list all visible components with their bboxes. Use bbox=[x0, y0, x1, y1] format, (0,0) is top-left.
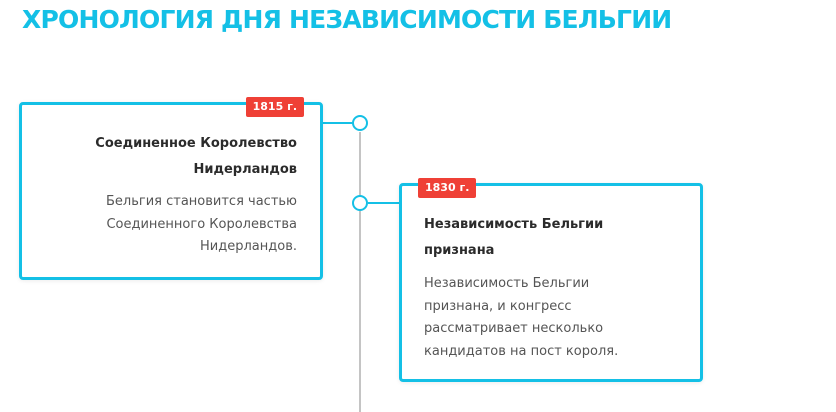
page-title: ХРОНОЛОГИЯ ДНЯ НЕЗАВИСИМОСТИ БЕЛЬГИИ bbox=[22, 5, 672, 34]
event-title-line: Нидерландов bbox=[193, 162, 297, 177]
event-title: Соединенное Королевство Нидерландов bbox=[47, 131, 297, 183]
event-title: Независимость Бельгии признана bbox=[424, 212, 674, 264]
event-title-line: Соединенное Королевство bbox=[95, 136, 297, 151]
year-badge: 1815 г. bbox=[245, 97, 304, 117]
event-description-line: Соединенного Королевства bbox=[106, 216, 297, 232]
event-description-line: кандидатов на пост короля. bbox=[424, 343, 619, 359]
event-description-line: Независимость Бельгии bbox=[424, 276, 590, 291]
timeline-card-1830: 1830 г. Независимость Бельгии признана Н… bbox=[399, 178, 703, 382]
timeline-line bbox=[359, 132, 361, 412]
event-description: Бельгия становится частью Соединенного К… bbox=[37, 191, 297, 259]
event-title-line: признана bbox=[424, 243, 495, 258]
timeline-dot-1815 bbox=[352, 115, 368, 131]
event-title-line: Независимость Бельгии bbox=[424, 217, 604, 232]
event-description-line: Бельгия становится частью bbox=[105, 194, 297, 209]
timeline-card-1815: 1815 г. Соединенное Королевство Нидерлан… bbox=[19, 97, 323, 280]
year-badge: 1830 г. bbox=[418, 178, 477, 198]
event-description-line: рассматривает несколько bbox=[424, 321, 604, 336]
event-description-line: Нидерландов. bbox=[200, 239, 297, 254]
event-description-line: признана, и конгресс bbox=[424, 298, 572, 314]
timeline-connector-1815 bbox=[321, 122, 353, 124]
timeline-dot-1830 bbox=[352, 195, 368, 211]
event-description: Независимость Бельгии признана, и конгре… bbox=[424, 273, 684, 363]
timeline-connector-1830 bbox=[368, 202, 401, 204]
